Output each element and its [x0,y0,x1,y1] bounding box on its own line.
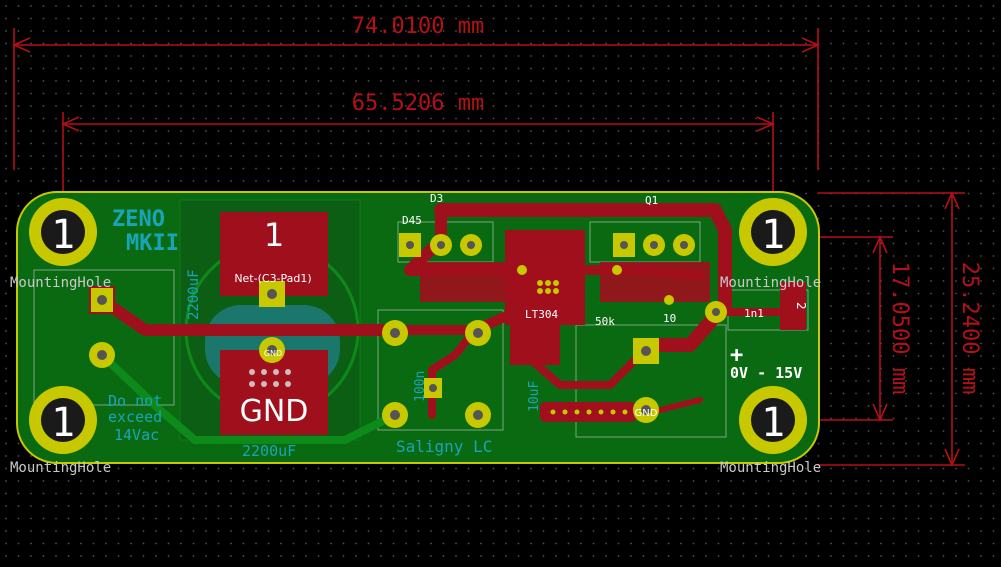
dimension-hole-spacing-x [61,112,775,200]
cap-10uf-label: 10uF [527,381,542,412]
filter-label: Saligny LC [396,437,492,456]
warning-line2: exceed [108,408,162,426]
mounting-hole-label-tl: MountingHole [10,275,111,291]
pad-2-label: 2 [794,302,808,310]
board-title-line2: MKII [126,231,179,256]
warning-line1: Do not [108,392,162,410]
ic-pin-dots [537,280,559,294]
ref-d45: D45 [402,214,422,227]
mounting-hole-number: 1 [761,212,785,258]
mounting-hole-label-tr: MountingHole [720,275,821,291]
ground-traces [98,351,399,444]
dimension-overall-width-label: 74.0100 mm [352,14,484,39]
dimension-hole-spacing-y-label: 17.0500 mm [887,262,912,394]
gnd-small-right-label: GND [635,408,658,419]
cap-value-side: 2200uF [186,269,202,320]
dimension-overall-height-label: 25.2400 mm [957,262,982,394]
ic-copper-4 [510,325,560,365]
ref-q1: Q1 [645,194,658,207]
resistor-right[interactable] [780,282,806,330]
mounting-hole-tr[interactable]: 1 [739,198,807,266]
mounting-hole-number: 1 [51,212,75,258]
mounting-hole-tl[interactable]: 1 [29,198,97,266]
dimension-overall-width [12,28,820,170]
ref-50k: 50k [595,315,615,328]
cap-value-bottom: 2200uF [242,442,296,460]
through-hole-pads [89,233,727,428]
cap-100n-label: 100n [413,371,428,402]
mounting-hole-number: 1 [761,400,785,446]
mounting-hole-label-bl: MountingHole [10,460,111,476]
board-title-line1: ZENO [112,207,165,232]
gnd-pad-vias [249,369,291,387]
gnd-small-label: GND [264,349,282,358]
warning-line3: 14Vac [114,426,159,444]
ref-d3: D3 [430,192,443,205]
dimension-hole-spacing-x-label: 65.5206 mm [352,91,484,116]
output-plus-sign: + [730,343,743,368]
big-pad-number: 1 [264,216,284,254]
ref-10: 10 [663,312,676,325]
output-voltage-label: 0V - 15V [730,364,802,382]
dimension-overall-height [818,191,965,467]
mounting-hole-number: 1 [51,400,75,446]
cap-pad-gnd[interactable] [220,350,328,435]
mounting-hole-br[interactable]: 1 [739,386,807,454]
ref-1n1: 1n1 [744,307,764,320]
mounting-hole-bl[interactable]: 1 [29,386,97,454]
mounting-hole-label-br: MountingHole [720,460,821,476]
ref-lt304: LT304 [525,308,558,321]
net-label: Net-(C3-Pad1) [234,272,311,285]
gnd-pad-label: GND [240,394,309,429]
header-pins [550,409,628,415]
